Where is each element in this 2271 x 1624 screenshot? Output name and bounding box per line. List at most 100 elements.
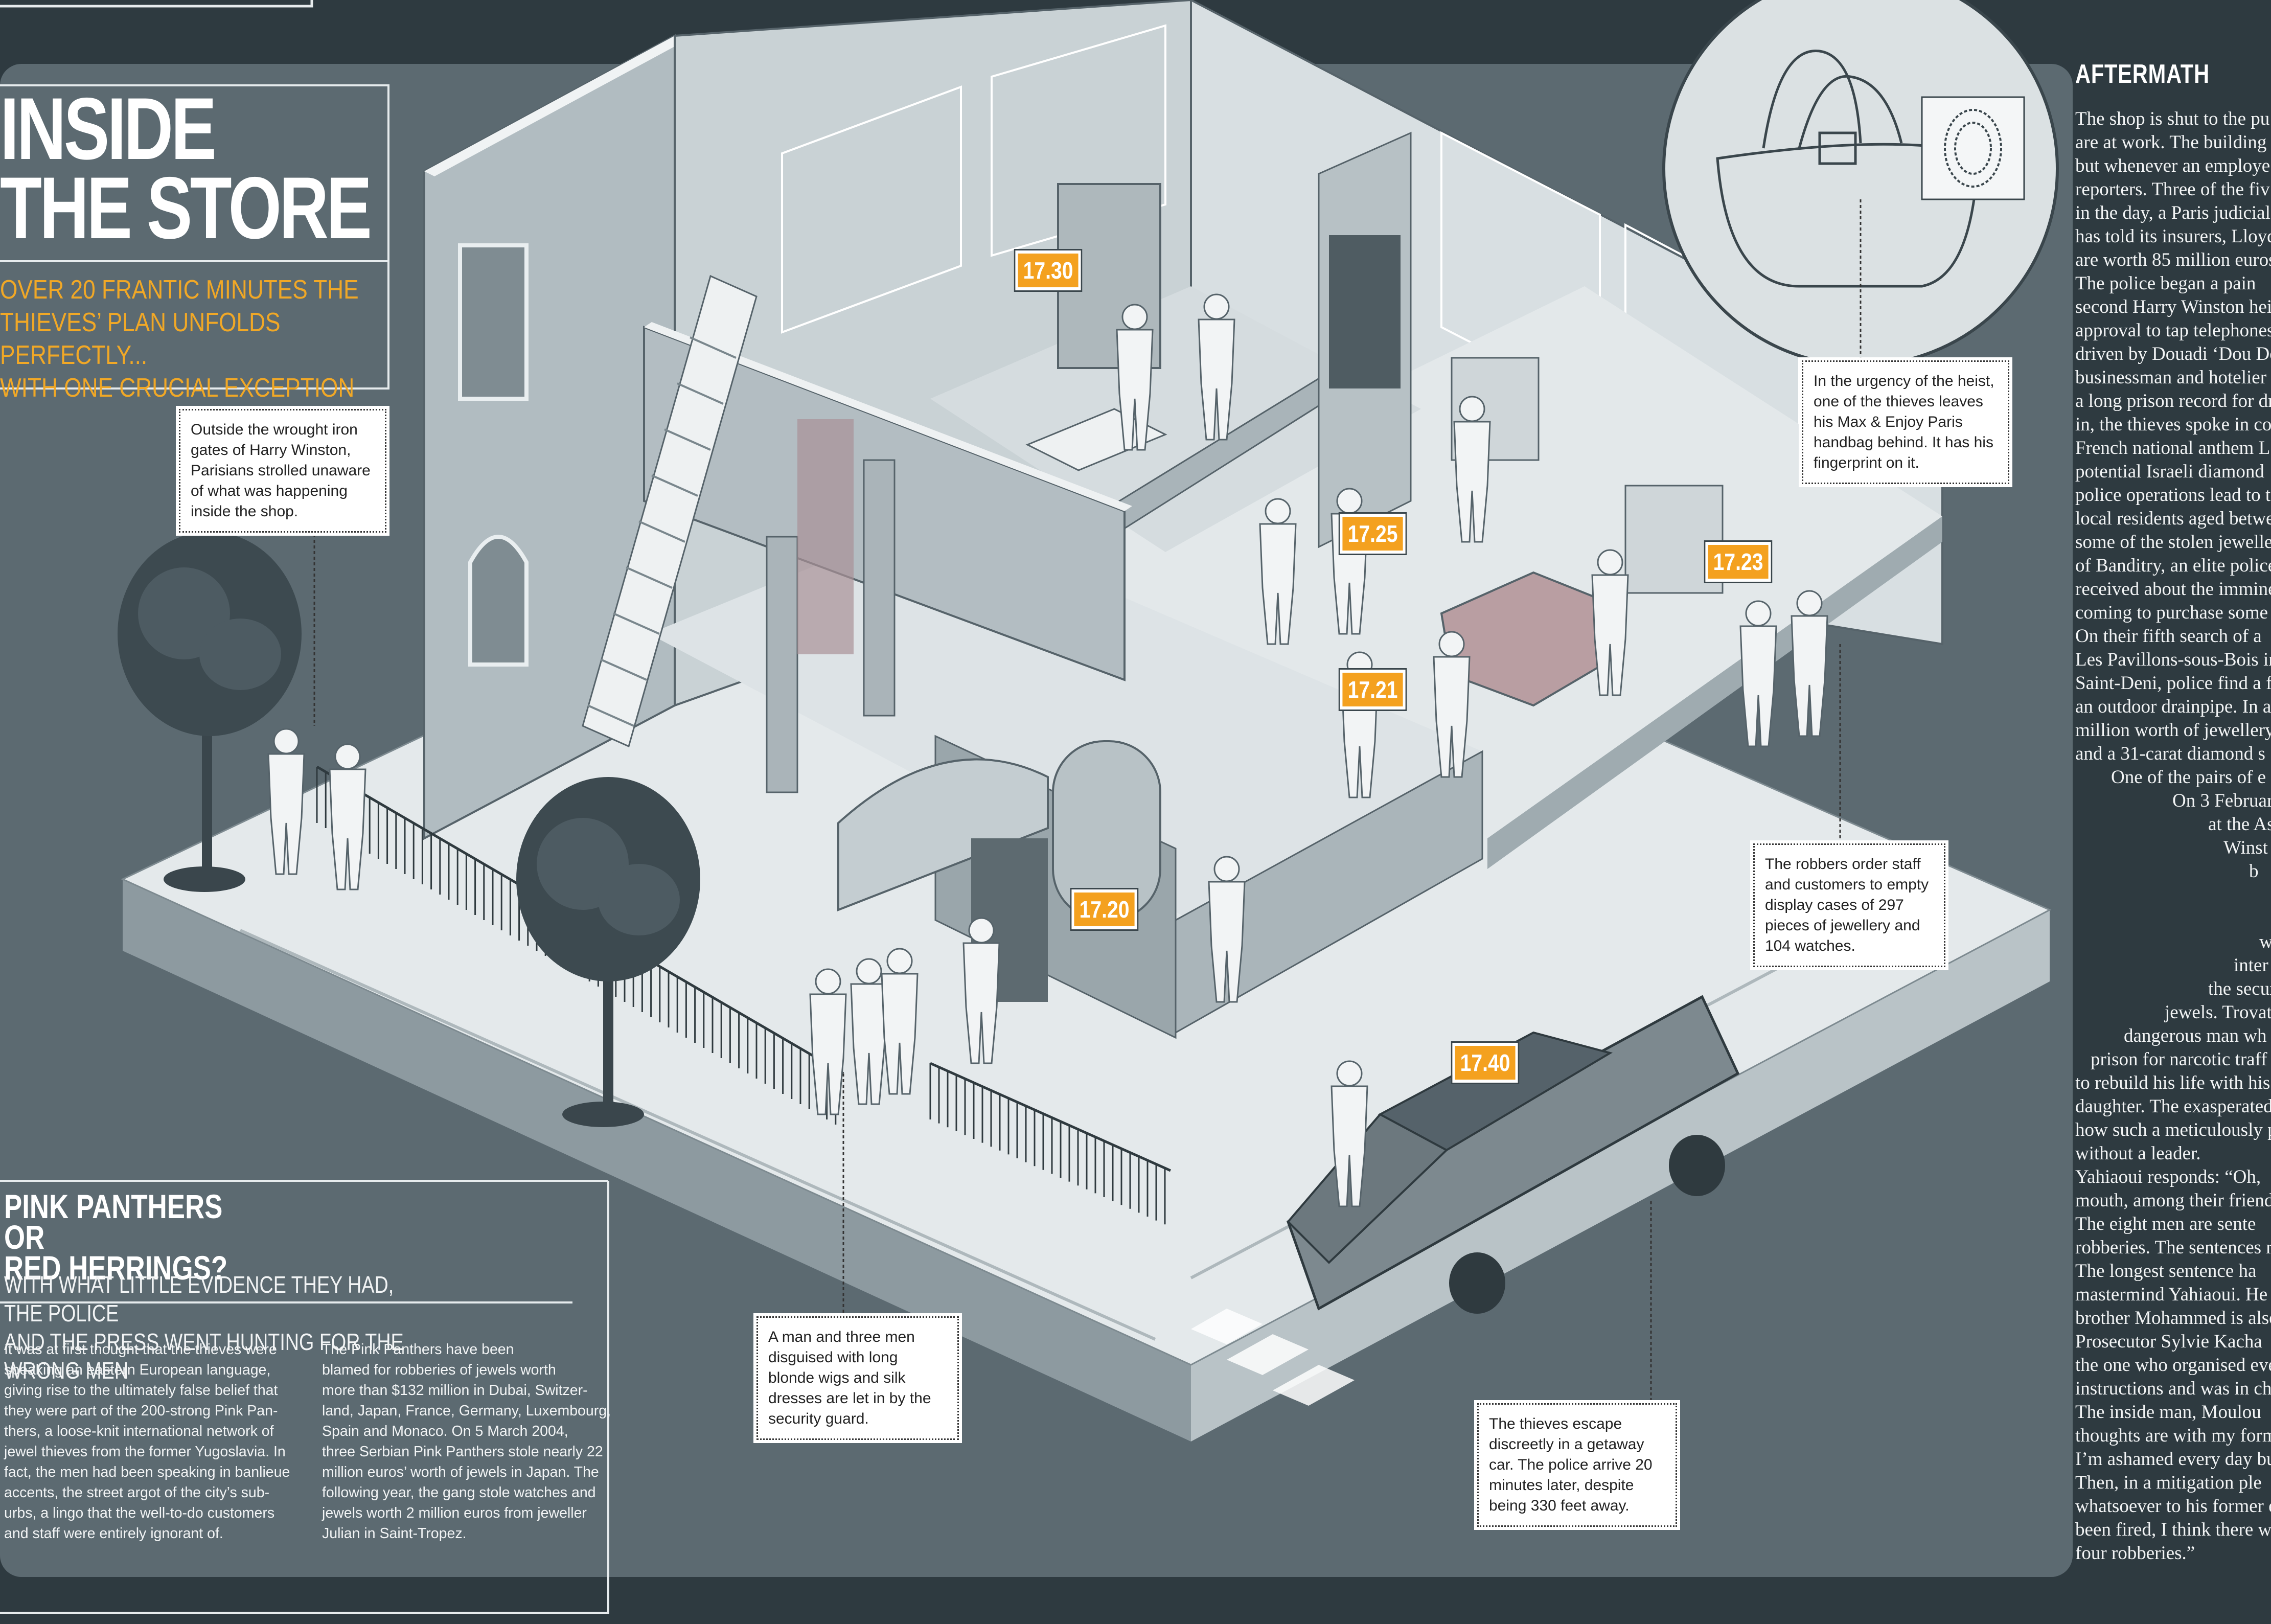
person-body <box>1331 1085 1368 1207</box>
aftermath-line: Les Pavillons-sous-Bois in <box>2075 649 2271 670</box>
callout-gates: Outside the wrought iron gates of Harry … <box>179 409 386 533</box>
subtitle-frame <box>0 260 389 390</box>
aftermath-line: four robberies.” <box>2075 1543 2195 1564</box>
aftermath-line: and a 31-carat diamond s <box>2075 743 2265 764</box>
aftermath-line: whatsoever to his former e <box>2075 1496 2271 1517</box>
aftermath-line: French national anthem L <box>2075 438 2270 459</box>
aftermath-line: second Harry Winston hei <box>2075 296 2271 317</box>
person-body <box>1739 625 1777 747</box>
aftermath-line: robberies. The sentences r <box>2075 1237 2271 1258</box>
person-body <box>1116 329 1154 451</box>
aftermath-line: Prosecutor Sylvie Kacha <box>2075 1331 2262 1352</box>
callout-disguise: A man and three men disguised with long … <box>756 1316 959 1440</box>
tree-right <box>516 777 700 1127</box>
person-body <box>1453 421 1491 543</box>
aftermath-line: without a leader. <box>2075 1143 2201 1164</box>
base-side-right <box>1191 910 2050 1442</box>
aftermath-line: mouth, among their friend <box>2075 1190 2271 1211</box>
aftermath-line: the secur <box>2208 978 2271 999</box>
person-head <box>1459 396 1485 422</box>
column-right <box>863 459 896 717</box>
aftermath-line: mastermind Yahiaoui. He <box>2075 1284 2268 1305</box>
person-head <box>815 968 841 995</box>
aftermath-line: are worth 85 million euros <box>2075 249 2271 270</box>
staircase <box>582 275 758 748</box>
pink-panthers-subheading: WITH WHAT LITTLE EVIDENCE THEY HAD, THE … <box>4 1271 404 1384</box>
column-left <box>766 536 798 793</box>
facade-window-top <box>458 243 529 401</box>
pink-panthers-frame <box>0 1180 609 1614</box>
person-head <box>886 948 913 974</box>
pink-panthers-heading: PINK PANTHERS OR RED HERRINGS? <box>4 1187 228 1287</box>
aftermath-line <box>2075 907 2271 930</box>
doorway <box>1329 235 1401 388</box>
aftermath-line: inter <box>2234 955 2268 976</box>
aftermath-line: jewels. Trovat <box>2165 1002 2271 1023</box>
pink-panthers-col1: It was at first thought that the thieves… <box>4 1341 290 1542</box>
aftermath-line: potential Israeli diamond <box>2075 461 2264 482</box>
aftermath-line: On their fifth search of a <box>2075 626 2262 647</box>
aftermath-line: Yahiaoui responds: “Oh, <box>2075 1166 2261 1187</box>
aftermath-line: The inside man, Moulou <box>2075 1402 2261 1423</box>
person-body <box>1591 574 1629 696</box>
aftermath-line: but whenever an employe <box>2075 155 2270 176</box>
aftermath-line: an outdoor drainpipe. In a <box>2075 696 2271 717</box>
aftermath-line: driven by Douadi ‘Dou Do <box>2075 344 2271 364</box>
handbag-icon <box>1716 50 1980 288</box>
person-head <box>1213 856 1240 882</box>
lobby-floor <box>649 516 1482 920</box>
aftermath-line: how such a meticulously p <box>2075 1119 2271 1140</box>
aftermath-line: The shop is shut to the pu <box>2075 108 2270 129</box>
aftermath-line: million worth of jewellery <box>2075 720 2271 741</box>
person-head <box>1203 293 1230 320</box>
aftermath-line: The police began a pain <box>2075 273 2256 294</box>
callout-leaders <box>313 199 1862 1401</box>
time-label-1720: 17.20 <box>1070 888 1139 931</box>
frame-line <box>0 0 313 8</box>
aftermath-line: has told its insurers, Lloyd <box>2075 226 2271 247</box>
person-body <box>267 753 305 875</box>
time-label-1730: 17.30 <box>1014 249 1083 292</box>
person-head <box>1336 1060 1363 1087</box>
aftermath-line: businessman and hotelier <box>2075 367 2267 388</box>
aftermath-line: been fired, I think there w <box>2075 1519 2271 1540</box>
person-head <box>1597 549 1623 576</box>
aftermath-line: The eight men are sente <box>2075 1214 2256 1234</box>
crosswalk <box>1191 1309 1355 1406</box>
person-body <box>329 768 366 890</box>
right-end-wall <box>1487 516 1942 869</box>
person-head <box>856 958 882 985</box>
person-head <box>1265 498 1291 524</box>
person-head <box>1796 590 1823 616</box>
front-interior-wall-top <box>644 322 1132 511</box>
aftermath-line: prison for narcotic traff <box>2091 1049 2267 1070</box>
pink-panthers-col2: The Pink Panthers have been blamed for r… <box>322 1341 611 1542</box>
aftermath-line: some of the stolen jewelle <box>2075 532 2271 553</box>
person-head <box>1745 600 1772 627</box>
aftermath-line: received about the immine <box>2075 579 2271 600</box>
aftermath-line: One of the pairs of e <box>2111 767 2266 788</box>
time-label-1740: 17.40 <box>1451 1041 1520 1084</box>
aftermath-line: Winst <box>2223 837 2268 858</box>
person-head <box>1336 488 1363 514</box>
time-label-1725: 17.25 <box>1338 512 1407 555</box>
person-body <box>1208 881 1246 1003</box>
person-head <box>1121 304 1148 330</box>
time-label-1723: 17.23 <box>1704 540 1773 583</box>
aftermath-line: On 3 Februar <box>2172 790 2271 811</box>
aftermath-line: reporters. Three of the fiv <box>2075 179 2270 200</box>
aftermath-line: brother Mohammed is also <box>2075 1308 2271 1329</box>
person-body <box>1433 656 1471 778</box>
person-body <box>962 942 1000 1064</box>
pink-wall-panel <box>797 419 854 654</box>
figures <box>267 293 1828 1207</box>
base-side-left <box>123 879 1191 1442</box>
callout-display: The robbers order staff and customers to… <box>1753 843 1945 967</box>
aftermath-line: in, the thieves spoke in co <box>2075 414 2271 435</box>
title-frame <box>0 84 389 262</box>
facade-window-arch <box>468 535 529 667</box>
fingerprint-icon <box>1921 96 2025 200</box>
aftermath-line: a long prison record for dr <box>2075 391 2271 411</box>
page-title: INSIDE THE STORE <box>0 80 372 257</box>
person-body <box>1259 523 1297 645</box>
